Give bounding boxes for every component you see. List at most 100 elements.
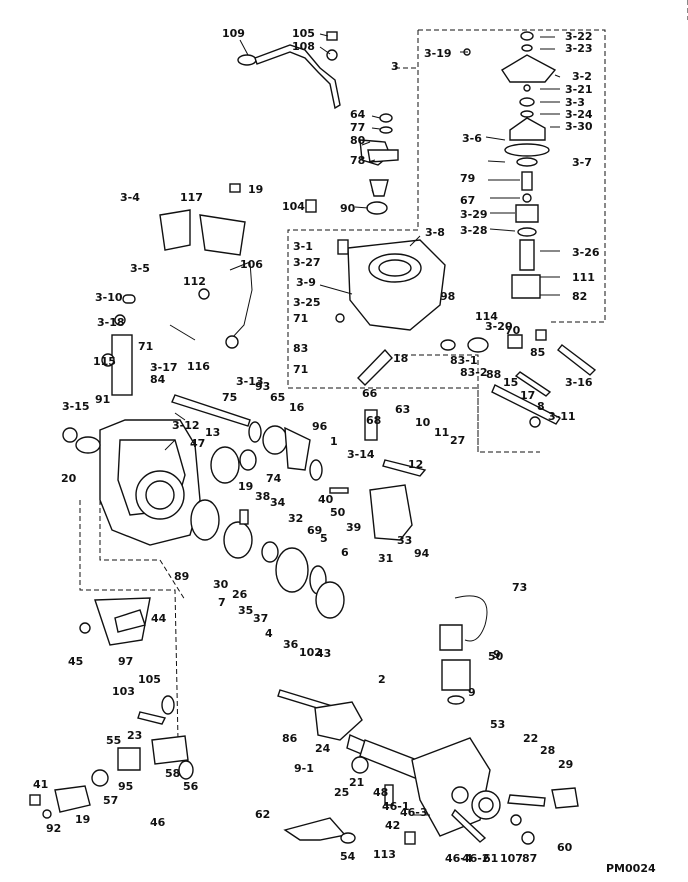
part-callout-label: 105: [138, 673, 161, 686]
part-callout-label: 3-25: [293, 296, 321, 309]
part-callout-label: 44: [151, 612, 167, 625]
part-callout-label: 66: [362, 387, 378, 400]
part-callout-label: 64: [350, 108, 366, 121]
part-callout-label: 65: [270, 391, 285, 404]
group-code-label: 3: [391, 60, 399, 73]
part-callout-label: 3-17: [150, 361, 178, 374]
part-callout-label: 36: [283, 638, 299, 651]
cam-lever-109: [237, 44, 341, 110]
part-callout-label: 12: [408, 458, 423, 471]
part-callout-label: 69: [307, 524, 322, 537]
part-callout-label: 3-6: [462, 132, 482, 145]
part-callout-label: 105: [292, 27, 315, 40]
part-callout-label: 111: [572, 271, 595, 284]
lower-center-parts: [101, 294, 487, 845]
part-callout-label: 112: [183, 275, 206, 288]
part-callout-label: 47: [190, 437, 205, 450]
part-callout-label: 116: [187, 360, 210, 373]
part-callout-label: 3-22: [565, 30, 593, 43]
bolt-105-108: [326, 31, 338, 61]
part-callout-label: 48: [373, 786, 388, 799]
group-code-label: 46: [150, 816, 166, 829]
part-callout-label: 39: [346, 521, 361, 534]
part-callout-label: 85: [530, 346, 545, 359]
part-callout-label: 84: [150, 373, 166, 386]
part-callout-label: 77: [350, 121, 365, 134]
part-callout-label: 73: [512, 581, 527, 594]
part-callout-label: 86: [282, 732, 298, 745]
part-callout-label: 98: [440, 290, 455, 303]
part-callout-label: 106: [240, 258, 263, 271]
part-callout-label: 95: [118, 780, 133, 793]
part-callout-label: 75: [222, 391, 237, 404]
part-callout-label: 3-3: [565, 96, 585, 109]
part-callout-label: 68: [366, 414, 381, 427]
part-callout-label: 79: [460, 172, 475, 185]
part-callout-label: 3-4: [120, 191, 140, 204]
part-callout-label: 67: [460, 194, 475, 207]
part-callout-label: 71: [138, 340, 153, 353]
part-callout-label: 3-18: [97, 316, 125, 329]
part-callout-label: 88: [486, 368, 501, 381]
part-callout-label: 80: [350, 134, 366, 147]
part-callout-label: 3-24: [565, 108, 593, 121]
part-callout-label: 46-1: [382, 800, 410, 813]
part-callout-label: 109: [222, 27, 245, 40]
part-callout-label: 62: [255, 808, 270, 821]
bracket-7: [329, 459, 427, 541]
part-callout-label: 87: [522, 852, 537, 865]
part-callout-label: 103: [112, 685, 135, 698]
part-callout-label: 70: [505, 324, 521, 337]
part-callout-label: 113: [373, 848, 396, 861]
part-callout-label: 3-9: [296, 276, 316, 289]
part-callout-label: 3-30: [565, 120, 593, 133]
part-callout-label: 61: [483, 852, 498, 865]
part-callout-label: 3-21: [565, 83, 593, 96]
timer-assembly-2: [277, 689, 501, 837]
part-callout-label: 9: [468, 686, 476, 699]
part-callout-label: 3-16: [565, 376, 593, 389]
part-callout-label: 3-19: [424, 47, 452, 60]
part-callout-label: 108: [292, 40, 315, 53]
part-callout-label: 38: [255, 490, 270, 503]
part-callout-label: 31: [378, 552, 393, 565]
part-callout-label: 11: [434, 426, 449, 439]
part-callout-label: 78: [350, 154, 365, 167]
part-callout-label: 92: [46, 822, 61, 835]
part-callout-label: 3-13: [236, 375, 264, 388]
part-callout-label: 114: [475, 310, 498, 323]
part-callout-label: 3-14: [347, 448, 375, 461]
part-callout-label: 3-27: [293, 256, 321, 269]
part-callout-label: 53: [490, 718, 505, 731]
part-callout-label: 54: [340, 850, 356, 863]
part-callout-label: 3-15: [62, 400, 90, 413]
part-callout-label: 8: [537, 400, 545, 413]
part-callout-label: 102: [299, 646, 322, 659]
part-callout-label: 43: [316, 647, 331, 660]
part-callout-label: 29: [558, 758, 573, 771]
part-callout-label: 46-4: [445, 852, 473, 865]
diaphragm-cover: [463, 31, 557, 299]
part-callout-label: 33: [397, 534, 412, 547]
part-callout-label: 60: [557, 841, 573, 854]
part-callout-label: 22: [523, 732, 538, 745]
part-callout-label: 32: [288, 512, 303, 525]
part-callout-label: 5: [320, 532, 328, 545]
part-callout-label: 83-2: [460, 366, 488, 379]
part-callout-label: 3-7: [572, 156, 592, 169]
part-callout-label: 3-8: [425, 226, 445, 239]
part-callout-label: 63: [395, 403, 410, 416]
part-callout-label: 45: [68, 655, 83, 668]
part-callout-label: 16: [289, 401, 305, 414]
part-callout-label: 90: [340, 202, 356, 215]
part-callout-label: 19: [248, 183, 263, 196]
right-small-parts-21-25: [507, 787, 579, 845]
part-callout-label: 3-26: [572, 246, 600, 259]
part-callout-label: 3-12: [172, 419, 200, 432]
part-callout-label: 49: [0, 0, 15, 3]
part-callout-label: 17: [520, 389, 535, 402]
part-callout-label: 89: [174, 570, 189, 583]
part-callout-label: 41: [33, 778, 48, 791]
